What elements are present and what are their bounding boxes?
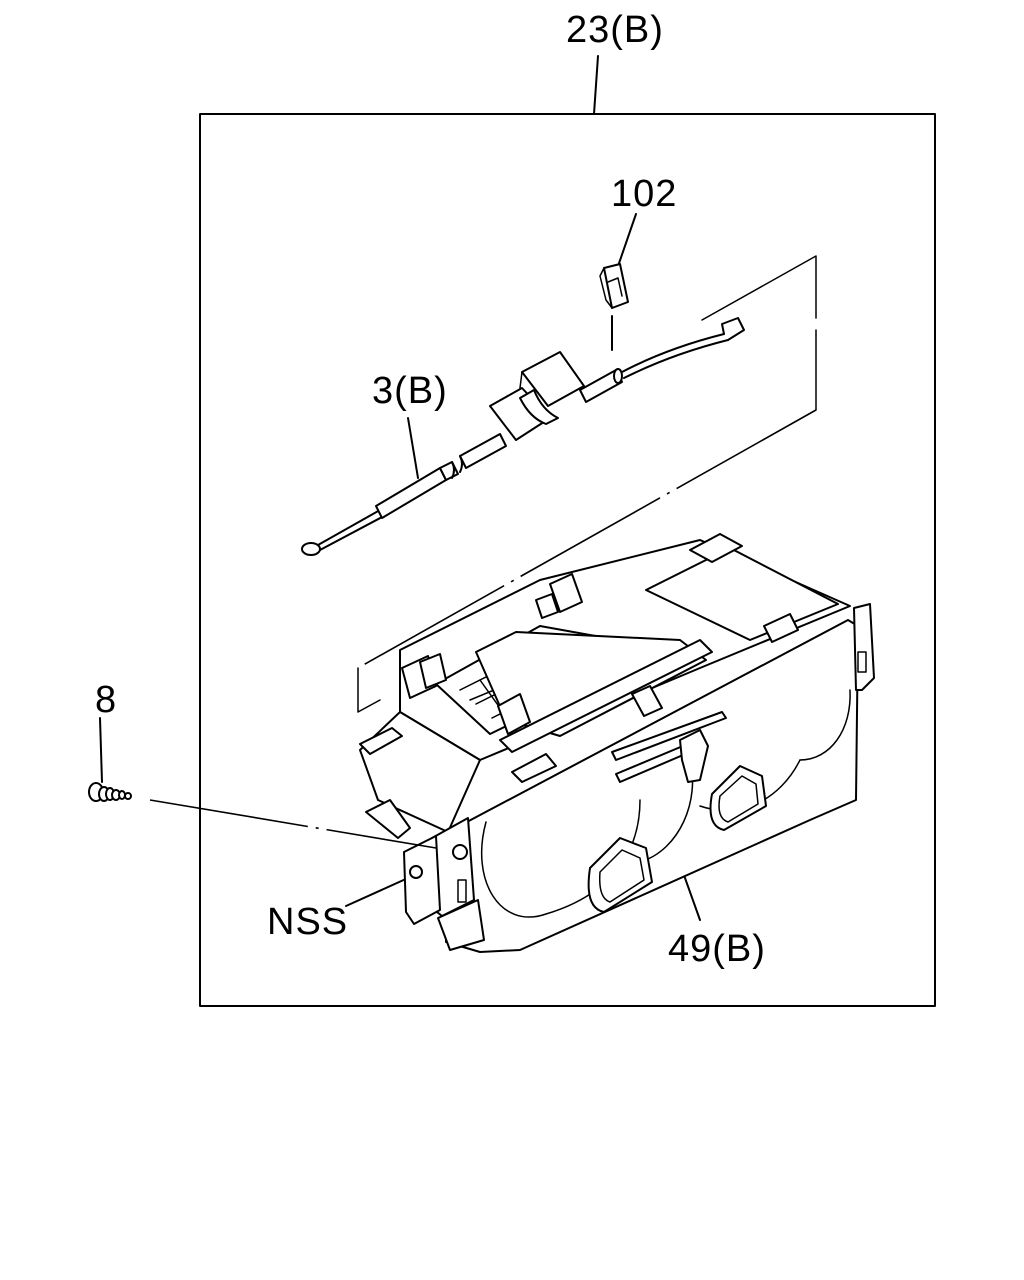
screw-installation-line bbox=[149, 799, 437, 849]
label-control-unit-49b[interactable]: 49(B) bbox=[668, 928, 766, 970]
label-assembly-23b[interactable]: 23(B) bbox=[566, 9, 664, 51]
label-screw-8[interactable]: 8 bbox=[95, 679, 117, 721]
clip-leader bbox=[615, 213, 637, 273]
assembly-frame bbox=[199, 113, 936, 1007]
screw-leader bbox=[99, 717, 103, 783]
screw-8-part[interactable] bbox=[88, 782, 132, 802]
cable-guide-lines bbox=[357, 255, 817, 713]
label-clip-102[interactable]: 102 bbox=[611, 173, 677, 215]
cable-leader bbox=[407, 417, 419, 479]
label-nss[interactable]: NSS bbox=[267, 901, 348, 943]
control-unit-49b-part[interactable] bbox=[359, 533, 875, 953]
assembly-leader bbox=[593, 55, 599, 115]
nss-leader bbox=[345, 877, 409, 907]
label-cable-3b[interactable]: 3(B) bbox=[372, 370, 448, 412]
clip-102-part[interactable] bbox=[599, 263, 629, 351]
control-cable-3b-part[interactable] bbox=[301, 317, 745, 556]
